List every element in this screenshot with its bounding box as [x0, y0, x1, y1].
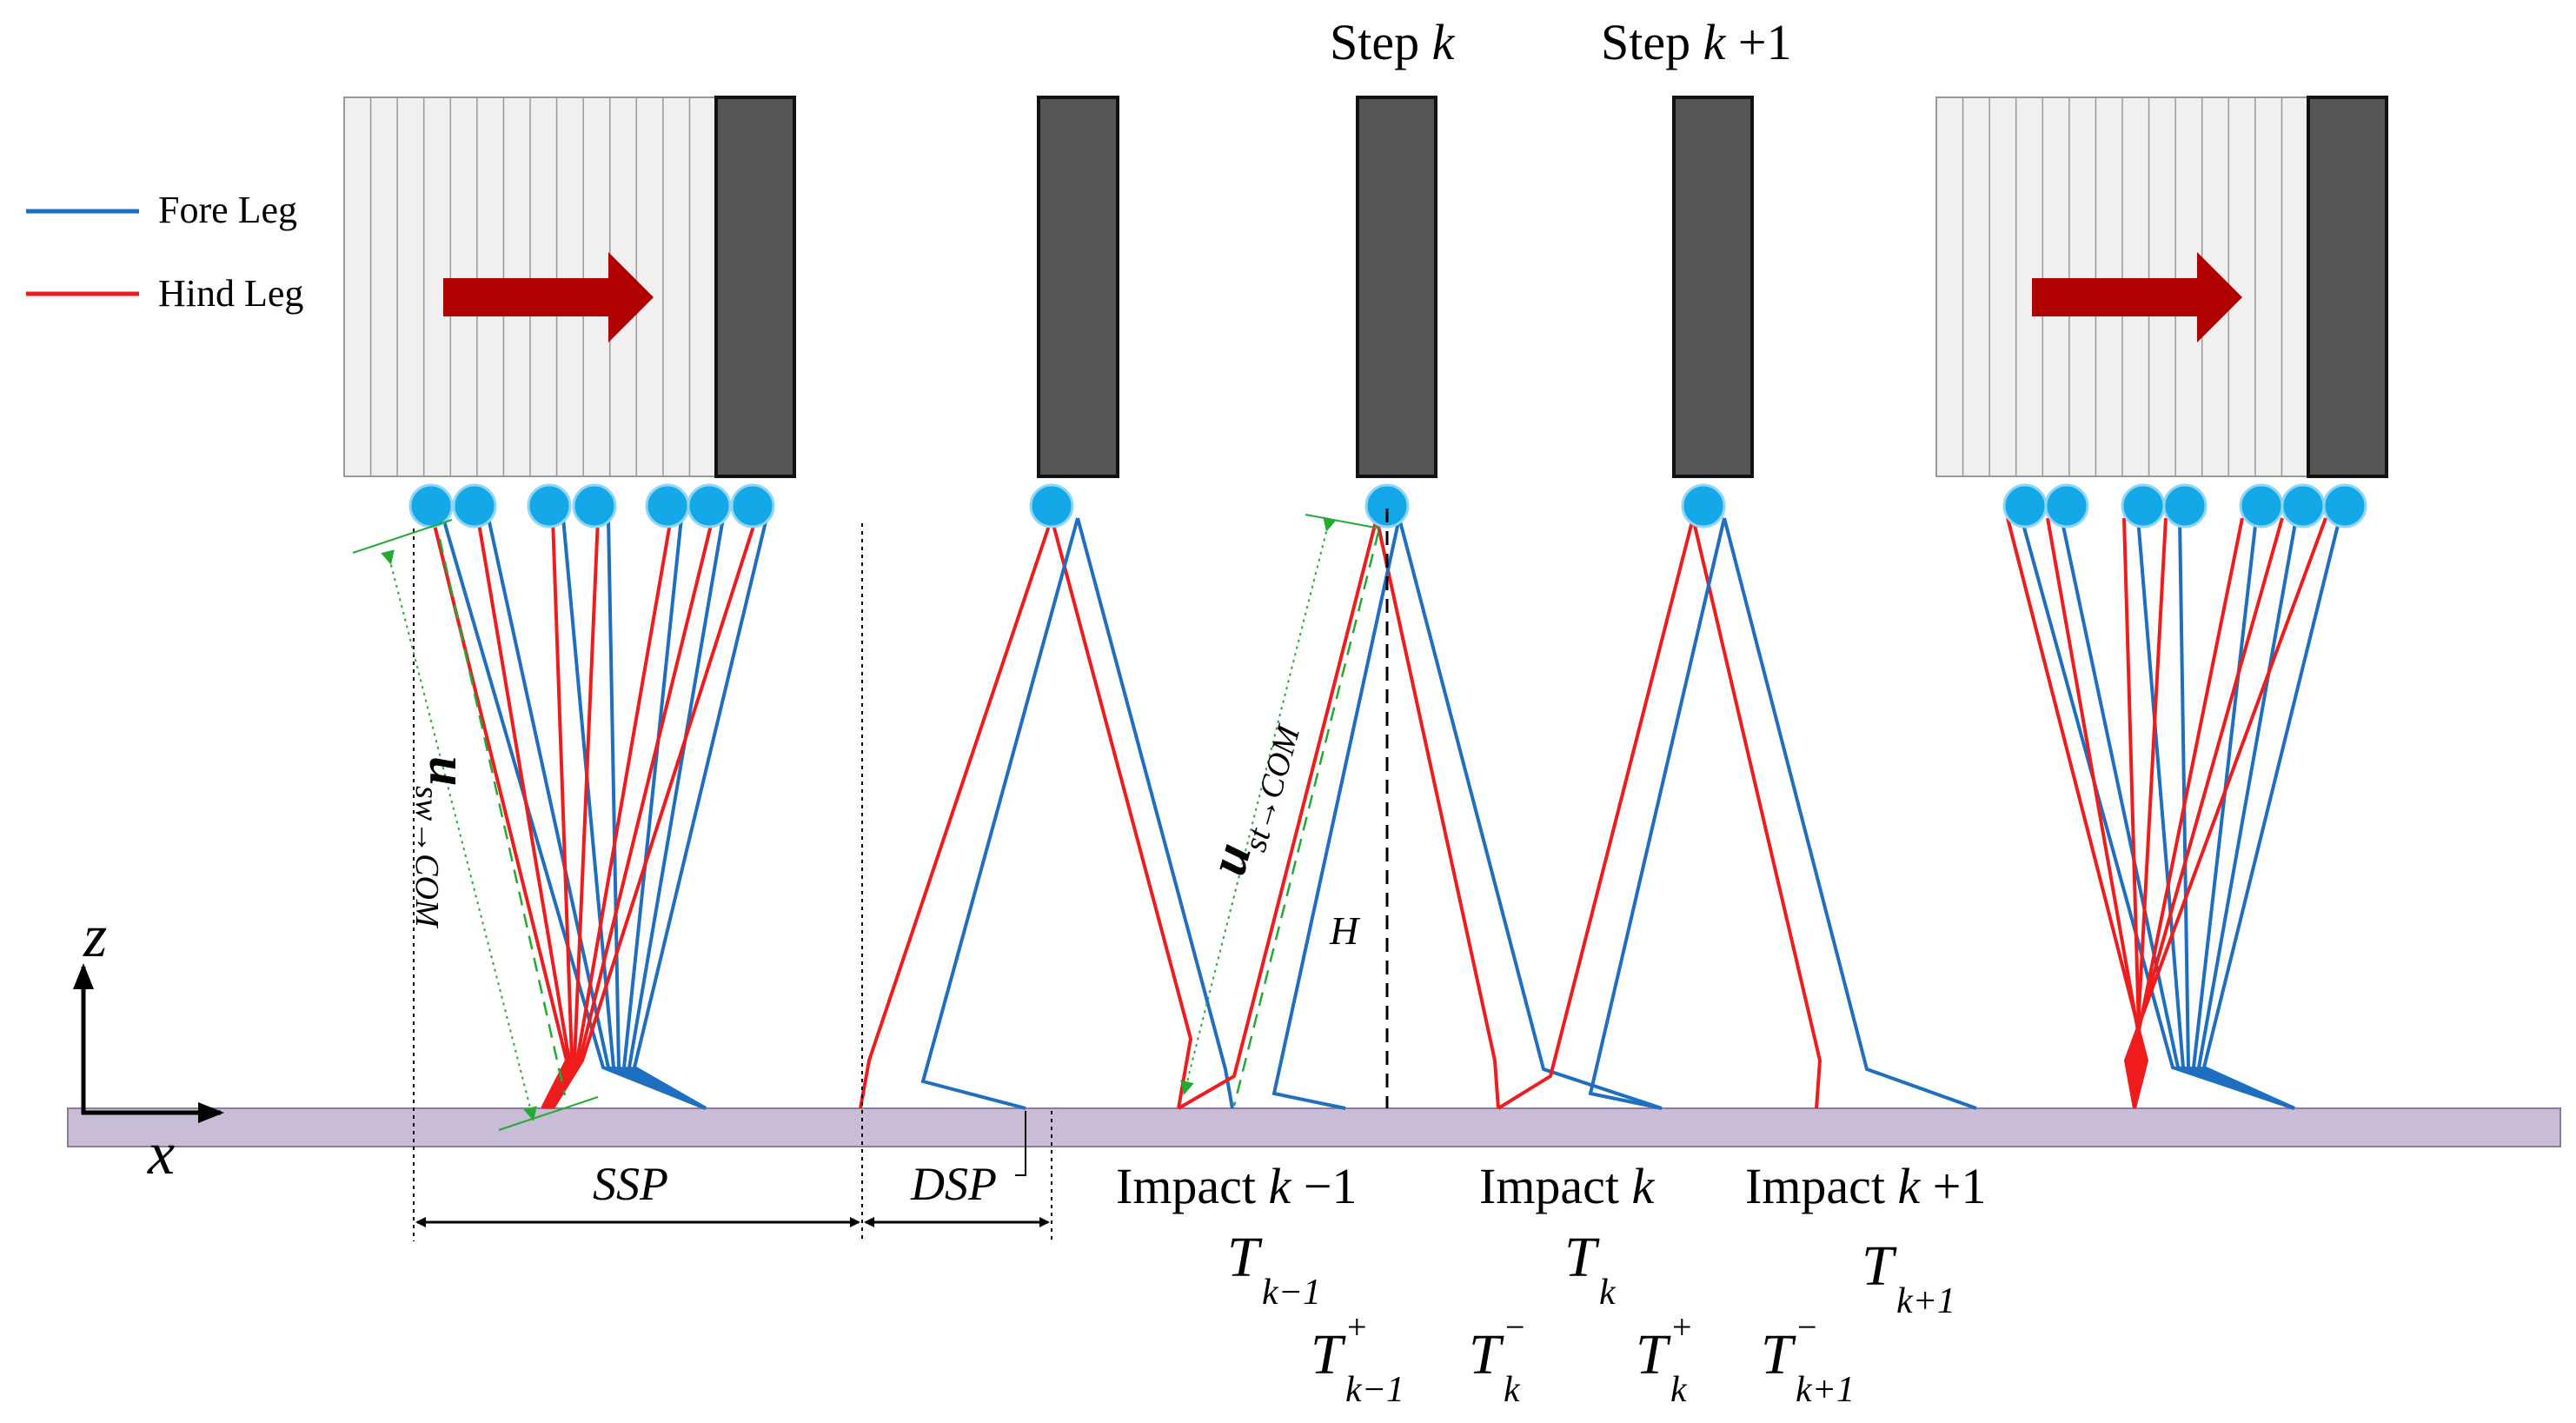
com-marker [2121, 483, 2166, 529]
hind-leg [859, 517, 1053, 1109]
time-k-plus: T + k [1636, 1307, 1692, 1410]
hind-leg [2123, 517, 2327, 1109]
fore-leg [920, 517, 1079, 1110]
svg-text:k−1: k−1 [1262, 1273, 1321, 1313]
svg-text:k+1: k+1 [1796, 1370, 1855, 1410]
legend-fore-label: Fore Leg [158, 189, 297, 231]
hind-leg [544, 517, 574, 1109]
svg-text:k: k [1504, 1370, 1521, 1410]
svg-text:k: k [1599, 1273, 1617, 1313]
body-block [2307, 96, 2388, 478]
hind-leg [1050, 517, 1193, 1109]
com-marker [1681, 483, 1726, 529]
legend-hind-label: Hind Leg [158, 272, 303, 315]
legend: Fore Leg Hind Leg [26, 189, 303, 315]
com-marker [2044, 483, 2089, 529]
svg-text:T: T [1636, 1323, 1671, 1386]
impact-k-minus-1: Impact k −1 [1116, 1158, 1358, 1214]
com-marker [408, 483, 454, 529]
ghost-body-left [343, 96, 717, 477]
com-marker [2162, 483, 2208, 529]
hind-leg [1375, 517, 1500, 1109]
z-axis-label: z [83, 903, 107, 970]
fore-leg [1588, 517, 1726, 1110]
svg-text:T: T [1564, 1226, 1600, 1289]
com-marker [1364, 483, 1410, 529]
svg-text:u: u [418, 756, 477, 786]
fore-leg [2201, 517, 2341, 1110]
fore-leg [442, 517, 707, 1110]
hind-leg [548, 517, 673, 1110]
com-marker [572, 483, 617, 529]
x-axis-label: x [147, 1120, 175, 1187]
step-k-label: Step k [1330, 14, 1456, 70]
time-k-minus-1-plus: T + k−1 [1311, 1307, 1404, 1410]
hind-leg [431, 517, 569, 1109]
body-block [1356, 96, 1437, 478]
fore-leg [1723, 517, 1977, 1110]
com-marker [2239, 483, 2284, 529]
svg-text:T: T [1469, 1323, 1504, 1386]
svg-text:k−1: k−1 [1345, 1370, 1404, 1410]
dsp-tick [1015, 1111, 1026, 1176]
body-block [1672, 96, 1754, 478]
ground-bar [67, 1107, 2561, 1147]
body-blocks [714, 96, 2388, 478]
fore-leg [1398, 517, 1663, 1110]
com-marker [452, 483, 497, 529]
motion-arrow-left [443, 252, 654, 342]
fore-leg [1076, 517, 1234, 1109]
hind-leg [551, 517, 758, 1110]
com-marker [645, 483, 690, 529]
hind-leg [546, 517, 600, 1109]
com-marker [1029, 483, 1074, 529]
hind-leg [1497, 517, 1695, 1110]
svg-text:T: T [1761, 1323, 1796, 1386]
com-marker [2322, 483, 2367, 529]
body-block [714, 96, 796, 478]
svg-text:T: T [1862, 1234, 1897, 1298]
svg-text:+: + [1672, 1307, 1692, 1347]
time-k-minus-1: T k−1 [1227, 1226, 1321, 1313]
fore-leg [2178, 517, 2295, 1110]
com-marker [730, 483, 775, 529]
step-k1-label: Step k +1 [1601, 14, 1792, 70]
com-marker [2281, 483, 2326, 529]
hind-leg [2046, 517, 2146, 1109]
body-block [1037, 96, 1119, 478]
dsp-label: DSP [910, 1158, 997, 1210]
height-label: H [1329, 908, 1361, 953]
time-k-plus-1: T k+1 [1862, 1234, 1955, 1321]
fore-leg [627, 517, 725, 1110]
svg-text:+: + [1347, 1307, 1367, 1347]
com-marker [527, 483, 572, 529]
svg-text:−: − [1505, 1307, 1525, 1347]
fore-leg [1271, 517, 1401, 1110]
u-sw-com-guide [352, 519, 599, 1131]
u-sw-com-label: u sw→COM [408, 756, 477, 929]
com-markers [408, 483, 2367, 529]
impact-k-plus-1: Impact k +1 [1745, 1158, 1987, 1214]
u-st-com-guide [1180, 514, 1381, 1107]
svg-text:k+1: k+1 [1896, 1281, 1955, 1321]
svg-text:k: k [1670, 1370, 1688, 1410]
com-marker [2002, 483, 2048, 529]
svg-text:T: T [1227, 1226, 1263, 1289]
time-k-minus: T − k [1469, 1307, 1525, 1410]
hind-leg [1691, 517, 1822, 1109]
impact-k: Impact k [1479, 1158, 1656, 1214]
motion-arrow-right [2032, 252, 2242, 342]
svg-text:sw→COM: sw→COM [408, 786, 445, 929]
ssp-label: SSP [593, 1158, 668, 1210]
svg-text:−: − [1797, 1307, 1817, 1347]
time-k-plus-1-minus: T − k+1 [1761, 1307, 1855, 1410]
fore-leg [632, 517, 768, 1110]
time-k: T k [1564, 1226, 1617, 1313]
svg-text:T: T [1311, 1323, 1346, 1386]
com-marker [687, 483, 732, 529]
